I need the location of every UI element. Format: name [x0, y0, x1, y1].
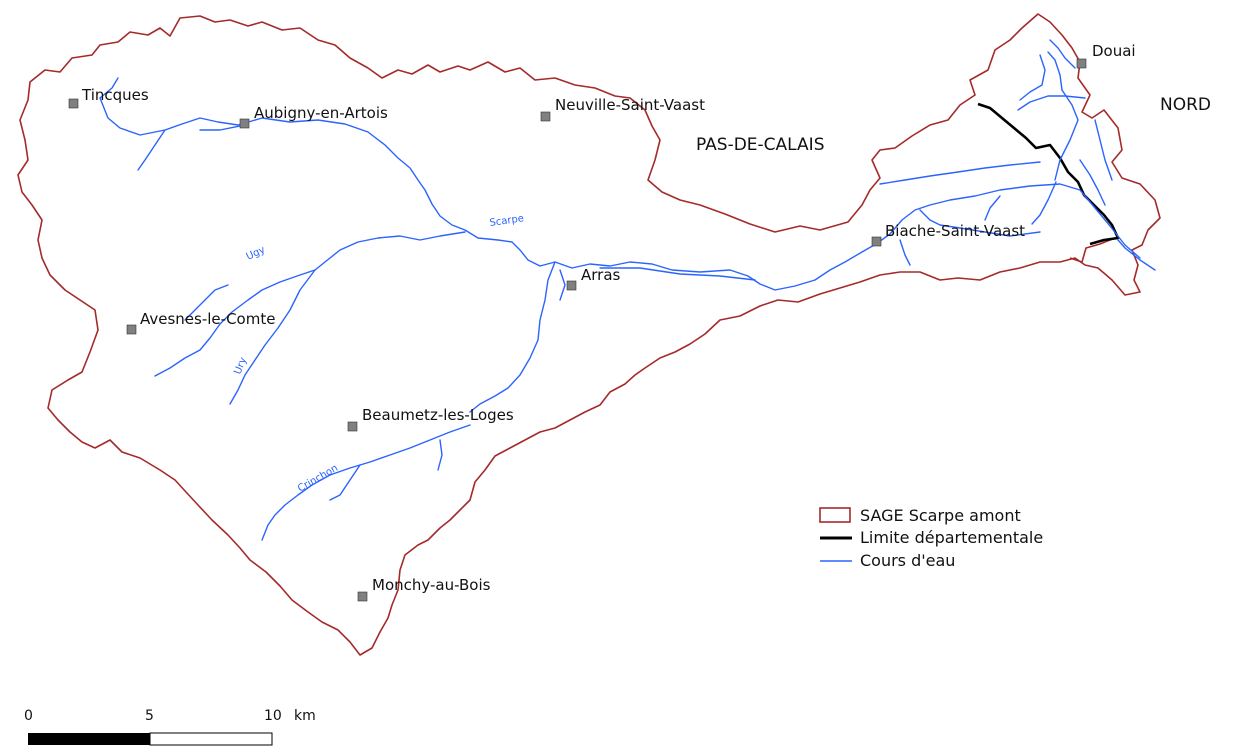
town-marker [126, 324, 137, 335]
legend-label: Limite départementale [860, 528, 1043, 547]
town-marker [68, 98, 79, 109]
legend-label: SAGE Scarpe amont [860, 506, 1021, 525]
town-marker [1076, 58, 1087, 69]
sage-boundary [17, 13, 1161, 656]
town-marker [540, 111, 551, 122]
town-markers: Tincques Aubigny-en-Artois Neuville-Sain… [68, 42, 1136, 602]
town-label: Aubigny-en-Artois [254, 104, 388, 122]
river-label-crinchon: Crinchon [296, 463, 340, 495]
town-marker [239, 118, 250, 129]
town-marker [347, 421, 358, 432]
scale-segment-empty [149, 732, 273, 746]
town-label: Avesnes-le-Comte [140, 310, 275, 328]
departmental-limit [977, 102, 1120, 246]
legend-label: Cours d'eau [860, 551, 955, 570]
town-marker [357, 591, 368, 602]
region-label-pas-de-calais: PAS-DE-CALAIS [696, 135, 824, 155]
river-ugy [154, 231, 466, 377]
river-label-scarpe: Scarpe [489, 213, 525, 229]
town-label: Neuville-Saint-Vaast [555, 96, 705, 114]
town-marker [871, 236, 882, 247]
scale-tick-label: 10 [264, 708, 282, 724]
river-ury [229, 269, 316, 405]
town-marker [566, 280, 577, 291]
town-label: Monchy-au-Bois [372, 576, 491, 594]
river-crinchon [261, 424, 471, 541]
scale-tick-label: 5 [145, 708, 154, 724]
rivers [99, 39, 1156, 541]
river-scarpe [99, 97, 1141, 291]
scale-tick-label: 0 [24, 708, 33, 724]
scale-bar: 0 5 10 km [24, 708, 316, 746]
legend-symbol-boundary [819, 507, 851, 523]
town-label: Tincques [81, 86, 149, 104]
town-label: Biache-Saint-Vaast [885, 222, 1025, 240]
region-label-nord: NORD [1160, 95, 1211, 115]
town-label: Arras [581, 266, 621, 284]
sage-boundary-fragment [1069, 237, 1116, 264]
town-label: Beaumetz-les-Loges [362, 406, 514, 424]
scale-unit: km [294, 708, 316, 724]
legend: SAGE Scarpe amont Limite départementale … [819, 506, 1043, 570]
river-label-ugy: Ugy [245, 244, 267, 262]
town-label: Douai [1092, 42, 1136, 60]
scale-segment-filled [28, 733, 150, 745]
